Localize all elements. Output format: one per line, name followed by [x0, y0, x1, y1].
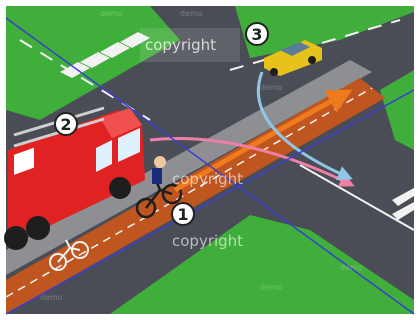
watermark-demo: demo	[260, 283, 283, 292]
watermark-copyright: copyright	[172, 170, 243, 188]
watermark-demo: demo	[260, 83, 283, 92]
marker-1-number: 1	[177, 205, 188, 224]
watermark-demo: demo	[100, 9, 123, 18]
marker-1: 1	[172, 203, 194, 225]
watermark-demo: demo	[340, 263, 363, 272]
marker-2-number: 2	[60, 115, 71, 134]
marker-3: 3	[246, 23, 268, 45]
marker-3-number: 3	[251, 25, 262, 44]
watermark-copyright: copyright	[172, 232, 243, 250]
marker-2: 2	[55, 113, 77, 135]
watermark-demo: demo	[40, 293, 63, 302]
watermark-demo: demo	[180, 9, 203, 18]
watermark-copyright: copyright	[145, 36, 216, 54]
